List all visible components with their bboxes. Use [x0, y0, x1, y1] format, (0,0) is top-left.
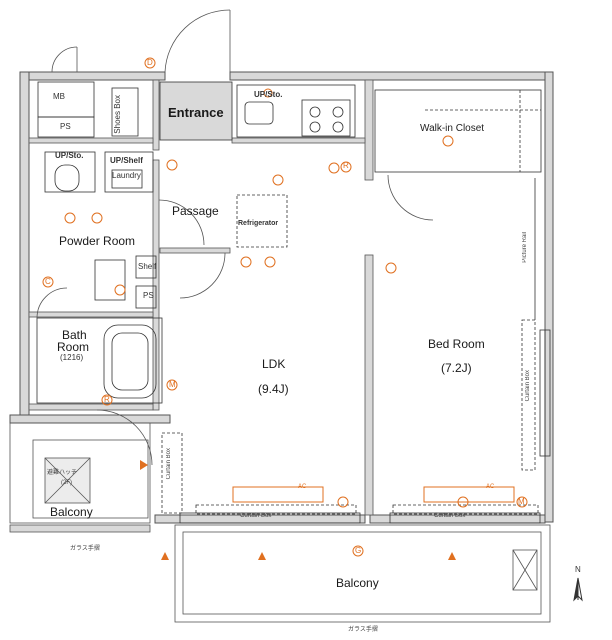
fixture-hatch-line2: (2F) — [61, 480, 72, 486]
fixture-ps-mid: PS — [143, 291, 154, 300]
walk-in-closet — [374, 89, 542, 173]
room-label-entrance: Entrance — [168, 105, 224, 120]
symbol-m-bed: M — [518, 497, 525, 506]
bath-room — [36, 317, 163, 404]
room-label-powder-room: Powder Room — [59, 234, 136, 248]
interior-walls — [28, 79, 374, 516]
fixture-laundry: Laundry — [112, 171, 141, 180]
symbol-c-powder: C — [45, 277, 51, 286]
doors — [36, 174, 434, 466]
compass — [573, 577, 583, 602]
fixture-shoes-box: Shoes Box — [113, 95, 122, 134]
room-size-bath: (1216) — [60, 353, 84, 362]
symbol-ac-bed: AC — [486, 484, 495, 490]
outer-walls — [9, 71, 554, 524]
fixture-picture-rail: Picture Rail — [522, 232, 528, 263]
room-label-balcony-side: Balcony — [50, 505, 93, 519]
room-label-bath-line1: Bath — [62, 328, 87, 342]
compass-north-label: N — [575, 565, 581, 574]
room-label-bath-line2: Room — [57, 340, 90, 354]
fixture-mb: MB — [53, 92, 65, 101]
ac-units — [232, 486, 515, 503]
fixture-curtain-box-ldk: Curtain Box — [240, 513, 272, 519]
equipment-symbols — [42, 57, 528, 557]
room-label-passage: Passage — [172, 204, 219, 218]
fixture-refrigerator: Refrigerator — [238, 220, 279, 227]
mb-ps-area — [37, 81, 95, 138]
symbol-g-balcony: G — [355, 546, 362, 555]
powder-room — [44, 151, 157, 309]
fixture-up-sto-powder: UP/Sto. — [55, 151, 84, 160]
curtain-boxes — [161, 178, 539, 515]
symbol-d-top: D — [147, 58, 153, 67]
fixture-up-shelf: UP/Shelf — [110, 156, 143, 165]
fixture-ps-top: PS — [60, 122, 71, 131]
symbol-r-bath: R — [104, 395, 110, 404]
fixture-curtain-box-right: Curtain Box — [525, 370, 531, 402]
fixture-up-sto-kitchen: UP/Sto. — [254, 90, 283, 99]
fixture-shelf: Shelf — [138, 262, 157, 271]
symbol-m-ldk: M — [169, 380, 176, 389]
room-size-ldk: (9.4J) — [258, 382, 289, 396]
symbol-ac-ldk: AC — [298, 484, 307, 490]
refrigerator-area — [236, 194, 288, 248]
room-label-bedroom: Bed Room — [428, 337, 485, 351]
fixture-glass-rail-side: ガラス手摺 — [70, 546, 100, 552]
kitchen-counter — [236, 84, 356, 138]
arrows — [140, 460, 456, 560]
windows — [179, 329, 551, 524]
fixture-hatch-line1: 避難ハッチ — [47, 470, 78, 476]
fixture-glass-rail-main: ガラス手摺 — [348, 627, 378, 633]
symbol-r-kitchen: R — [343, 161, 349, 170]
fixture-curtain-box-left: Curtain Box — [166, 448, 172, 480]
room-label-balcony-main: Balcony — [336, 576, 379, 590]
balcony-main — [174, 524, 551, 623]
room-label-walkin-closet: Walk-in Closet — [420, 123, 485, 134]
entrance-area — [51, 9, 233, 141]
room-label-ldk: LDK — [262, 357, 286, 371]
room-size-bedroom: (7.2J) — [441, 361, 472, 375]
fixture-curtain-box-bed: Curtain Box — [434, 513, 466, 519]
balcony-side — [9, 422, 151, 533]
